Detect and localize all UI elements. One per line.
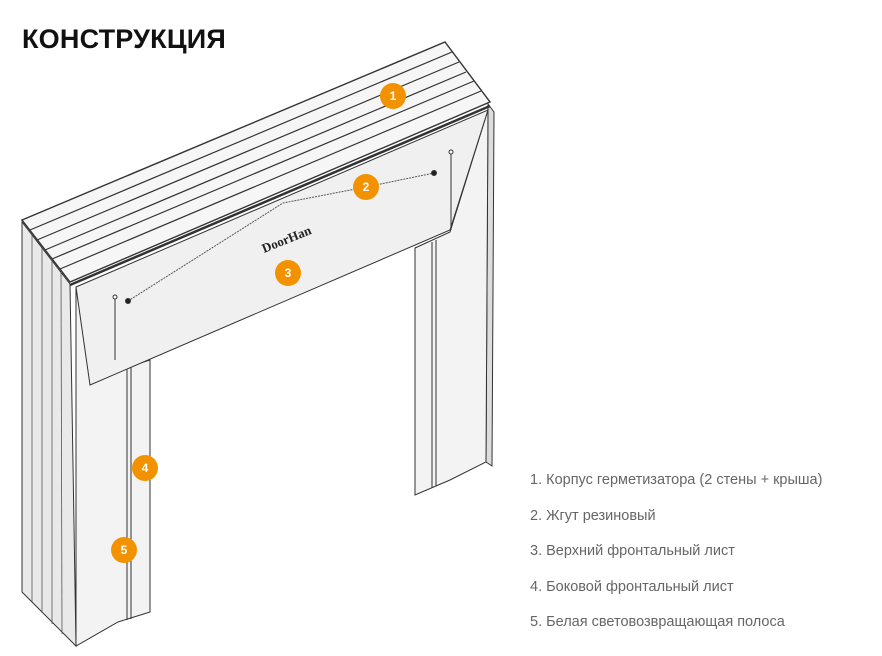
page-title: КОНСТРУКЦИЯ (22, 24, 226, 54)
svg-text:4: 4 (142, 461, 149, 475)
left-wall (21, 220, 77, 648)
svg-text:3: 3 (285, 266, 292, 280)
legend-item: 3. Верхний фронтальный лист (530, 543, 735, 559)
marker-4: 4 (132, 455, 158, 481)
legend-item: 5. Белая световозвращающая полоса (530, 614, 785, 630)
top-front-panel (75, 109, 489, 386)
legend-item: 4. Боковой фронтальный лист (530, 578, 734, 595)
svg-text:2: 2 (363, 180, 370, 194)
marker-3: 3 (275, 260, 301, 286)
legend-item: 2. Жгут резиновый (530, 507, 656, 524)
rubber-cord (127, 172, 435, 302)
marker-5: 5 (111, 537, 137, 563)
svg-text:1: 1 (390, 89, 397, 103)
svg-text:5: 5 (121, 543, 128, 557)
marker-1: 1 (380, 83, 406, 109)
marker-2: 2 (353, 174, 379, 200)
right-side-front-panel (414, 109, 489, 496)
legend-item: 1. Корпус герметизатора (2 стены + крыша… (530, 472, 823, 488)
legend-list: 1. Корпус герметизатора (2 стены + крыша… (530, 470, 822, 648)
